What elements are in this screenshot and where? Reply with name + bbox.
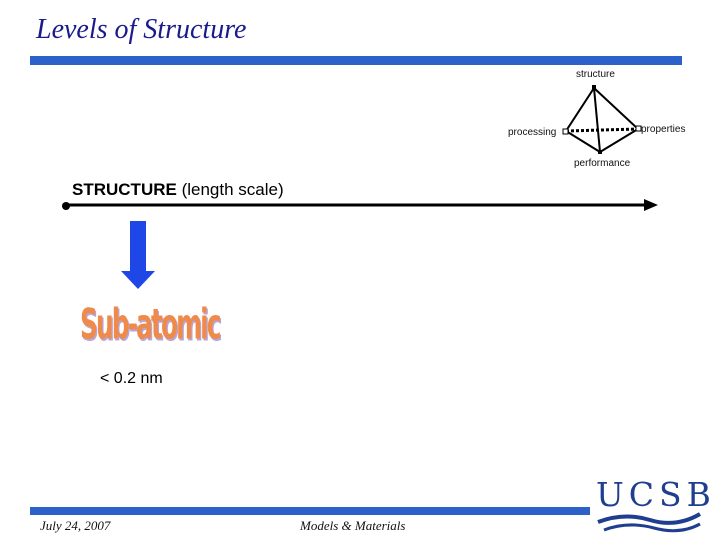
tetrahedron	[562, 85, 642, 154]
down-arrow-icon	[121, 221, 155, 289]
scale-heading: STRUCTURE (length scale)	[72, 180, 284, 200]
footer-course: Models & Materials	[300, 518, 406, 533]
ucsb-logo: UCSB	[596, 478, 711, 536]
tetra-label-processing: processing	[508, 127, 557, 138]
tetra-vertex-bottom	[598, 150, 602, 154]
tetra-edge-right-bottom	[599, 128, 639, 153]
tetra-edge-top-left	[565, 87, 595, 132]
length-scale-axis	[62, 199, 658, 211]
tetra-vertex-right	[635, 125, 642, 132]
slide-title: Levels of Structure	[36, 14, 247, 45]
axis-arrowhead	[644, 199, 658, 211]
level-name-wordart: Sub-atomic	[80, 300, 221, 350]
tetra-edge-hidden	[565, 127, 639, 133]
scale-heading-bold: STRUCTURE	[72, 180, 177, 199]
tetra-label-performance: performance	[574, 158, 631, 169]
level-size-value: < 0.2 nm	[100, 370, 163, 387]
tetra-label-structure: structure	[576, 69, 615, 80]
tetra-label-properties: properties	[641, 124, 686, 135]
tetra-edge-top-right	[593, 87, 639, 130]
scale-heading-rest: (length scale)	[176, 180, 284, 199]
ucsb-logo-text: UCSB	[596, 475, 716, 514]
tetra-edge-left-bottom	[565, 130, 601, 153]
footer-date: July 24, 2007	[40, 518, 111, 533]
tetra-edge-top-bottom	[593, 87, 601, 153]
title-rule	[30, 56, 682, 65]
footer-rule	[30, 507, 590, 515]
ucsb-wave-icon	[597, 512, 702, 533]
tetra-vertex-left	[562, 128, 569, 135]
tetra-vertex-top	[592, 85, 596, 89]
